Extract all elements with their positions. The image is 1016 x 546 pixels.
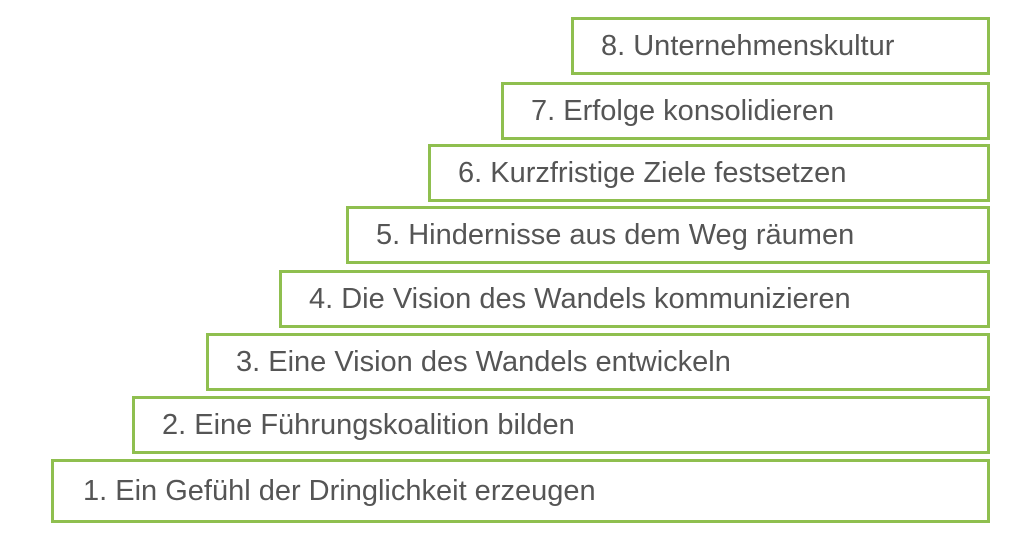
step-1-box: 1. Ein Gefühl der Dringlichkeit erzeugen [51,459,990,523]
step-4-label: 4. Die Vision des Wandels kommunizieren [309,282,851,315]
step-5-box: 5. Hindernisse aus dem Weg räumen [346,206,990,264]
step-5-label: 5. Hindernisse aus dem Weg räumen [376,218,855,251]
step-8-box: 8. Unternehmenskultur [571,17,990,75]
step-2-label: 2. Eine Führungskoalition bilden [162,408,575,441]
step-1-label: 1. Ein Gefühl der Dringlichkeit erzeugen [83,474,596,507]
step-3-box: 3. Eine Vision des Wandels entwickeln [206,333,990,391]
step-4-box: 4. Die Vision des Wandels kommunizieren [279,270,990,328]
step-6-box: 6. Kurzfristige Ziele festsetzen [428,144,990,202]
step-8-label: 8. Unternehmenskultur [601,29,895,62]
step-3-label: 3. Eine Vision des Wandels entwickeln [236,345,731,378]
step-7-label: 7. Erfolge konsolidieren [531,94,835,127]
step-6-label: 6. Kurzfristige Ziele festsetzen [458,156,847,189]
step-2-box: 2. Eine Führungskoalition bilden [132,396,990,454]
step-7-box: 7. Erfolge konsolidieren [501,82,990,140]
